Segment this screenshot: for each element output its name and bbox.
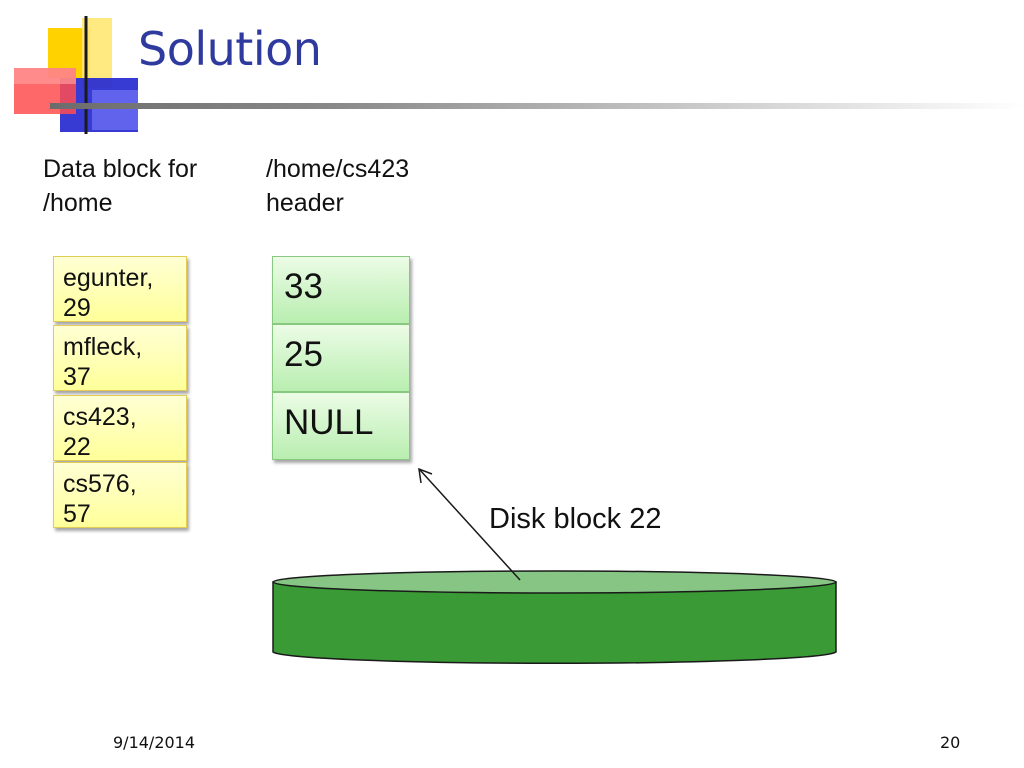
- entry-name: cs576,: [63, 470, 137, 498]
- entry-block: 22: [63, 433, 91, 461]
- header-cell-1: 33: [272, 256, 410, 324]
- pointer-arrow: [418, 467, 521, 581]
- slide-page-number: 20: [940, 733, 961, 752]
- directory-entry-cs423: cs423, 22: [53, 395, 187, 461]
- slide-logo-decoration: [14, 16, 140, 134]
- slide-title: Solution: [138, 22, 322, 76]
- directory-entry-egunter: egunter, 29: [53, 256, 187, 322]
- header-cell-2: 25: [272, 324, 410, 392]
- header-cell-3: NULL: [272, 392, 410, 460]
- directory-entry-cs576: cs576, 57: [53, 462, 187, 528]
- entry-block: 37: [63, 363, 91, 391]
- entry-name: cs423,: [63, 403, 137, 431]
- entry-name: egunter,: [63, 264, 154, 292]
- disk-cylinder: [272, 570, 837, 665]
- entry-block: 29: [63, 294, 91, 322]
- slide-date: 9/14/2014: [113, 733, 196, 752]
- entry-name: mfleck,: [63, 333, 143, 361]
- disk-block-label: Disk block 22: [489, 503, 662, 535]
- directory-entry-mfleck: mfleck, 37: [53, 325, 187, 391]
- cs423-header-label: /home/cs423 header: [266, 155, 410, 217]
- home-data-block-label: Data block for /home: [43, 155, 198, 217]
- title-underline: [50, 103, 1024, 109]
- entry-block: 57: [63, 500, 91, 528]
